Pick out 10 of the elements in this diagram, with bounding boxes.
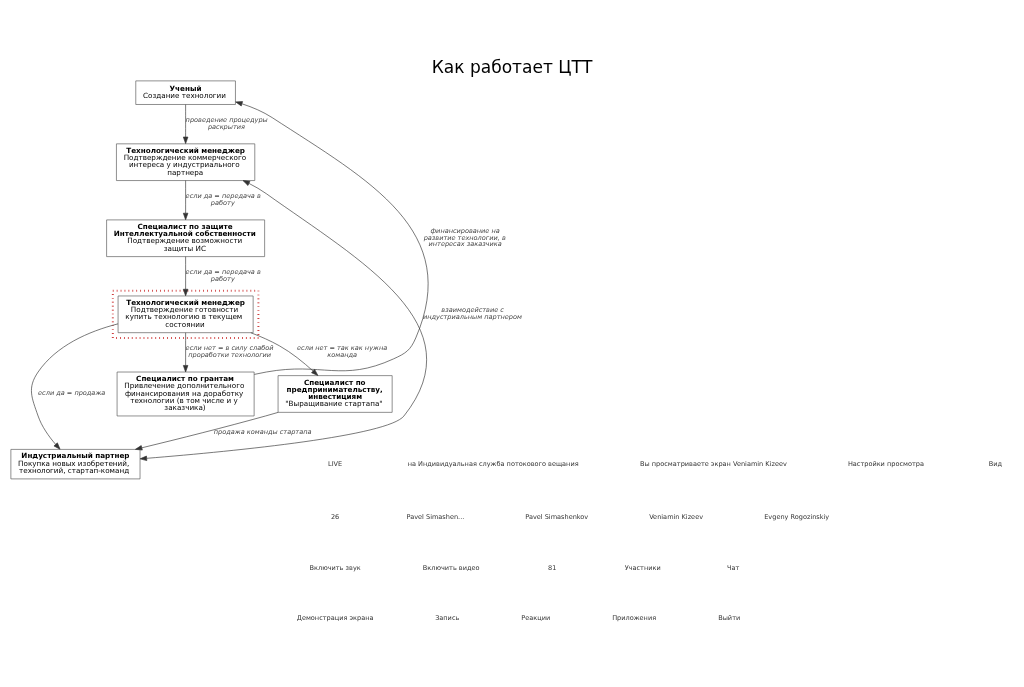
arrow [135,412,279,451]
arrow [183,256,189,297]
diagram-title: Как работает ЦТТ [431,56,593,77]
arrow [183,332,189,373]
arrow [31,323,119,450]
arrow [250,332,319,376]
arrow [139,180,427,461]
arrow [183,180,189,221]
arrow [235,101,429,375]
arrow [183,104,189,144]
